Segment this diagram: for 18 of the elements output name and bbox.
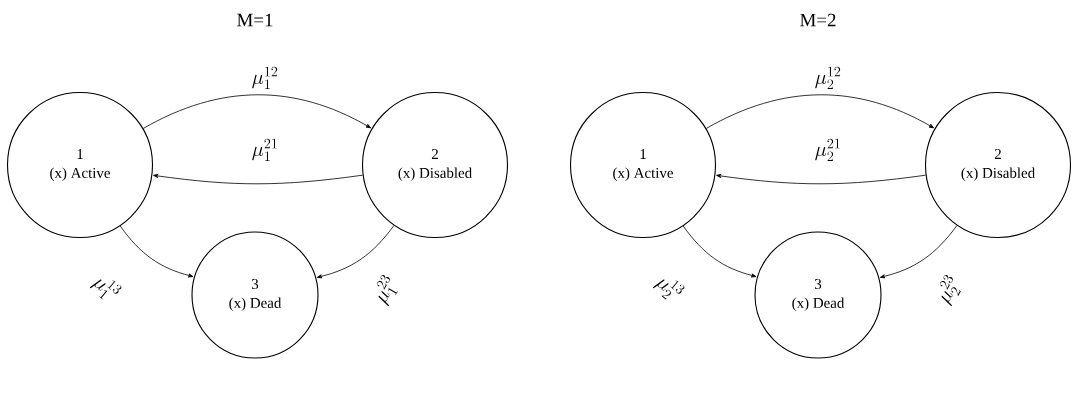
arrow bbox=[119, 225, 194, 278]
edge-label: $\mu_1^{12}$ bbox=[250, 66, 280, 90]
edge-label: $\mu_2^{13}$ bbox=[650, 269, 688, 307]
arrow bbox=[142, 94, 372, 129]
panel-title: M=1 bbox=[237, 13, 273, 27]
arrow bbox=[705, 94, 935, 129]
edge-label: $\mu_1^{13}$ bbox=[87, 269, 125, 307]
edge-label: $\mu_2^{12}$ bbox=[813, 66, 843, 90]
arrow bbox=[682, 225, 757, 278]
arrow bbox=[153, 173, 364, 185]
panel-title: M=2 bbox=[800, 13, 836, 27]
edge-label: $\mu_2^{23}$ bbox=[931, 271, 967, 309]
edge-label: $\mu_2^{21}$ bbox=[813, 138, 843, 162]
arrow bbox=[879, 225, 958, 279]
arrow bbox=[716, 173, 927, 185]
edge-label: $\mu_1^{23}$ bbox=[368, 271, 404, 309]
edge-label: $\mu_1^{21}$ bbox=[250, 138, 280, 162]
arrow bbox=[316, 225, 395, 279]
